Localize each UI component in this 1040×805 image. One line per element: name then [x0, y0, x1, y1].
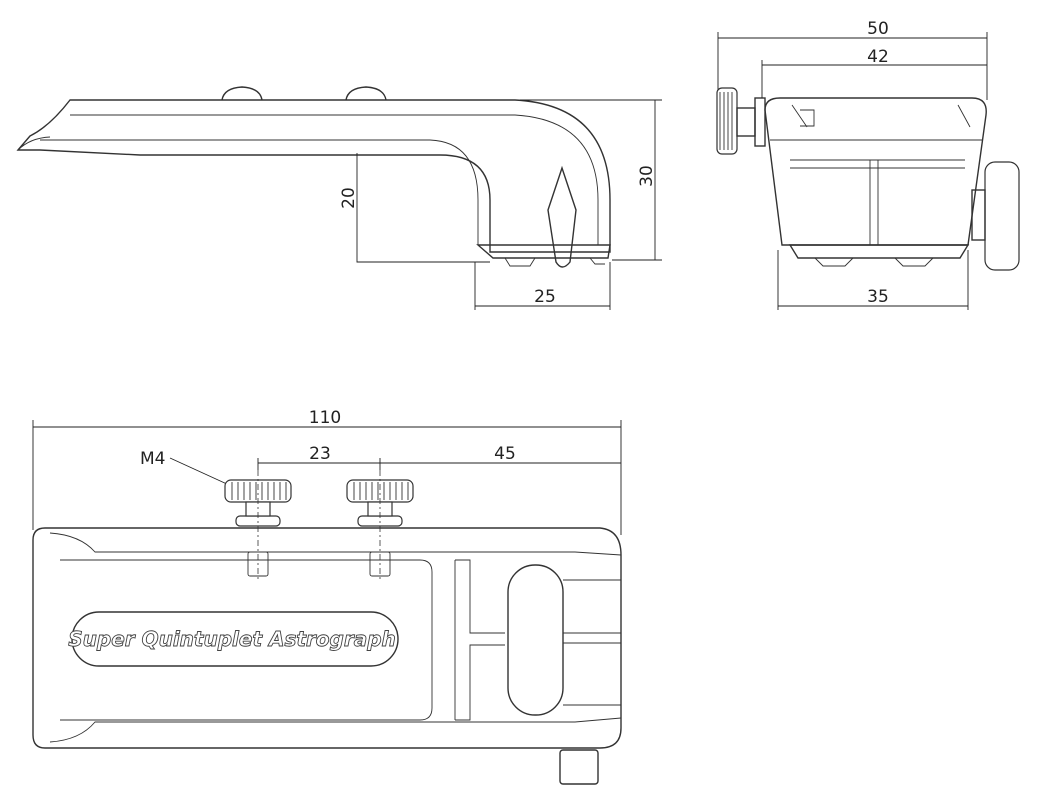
dim-label-50: 50 [867, 19, 889, 39]
engraving-text: Super Quintuplet Astrograph [68, 627, 396, 651]
top-body-clamp-gap [563, 579, 621, 706]
front-view: 50 42 35 [716, 19, 1020, 310]
front-foot [788, 244, 970, 259]
front-body-details [770, 104, 982, 141]
side-view: 30 20 25 [16, 86, 662, 310]
front-body [764, 97, 987, 246]
thread-label-m4: M4 [140, 449, 165, 469]
front-knob-stem [736, 107, 756, 137]
dim-line-23-45 [257, 458, 621, 470]
dim-label-35: 35 [867, 287, 889, 307]
dim-line-42 [761, 60, 987, 98]
dim-line-20 [356, 153, 490, 263]
dim-label-30: 30 [637, 165, 657, 187]
front-knob-right [984, 161, 1020, 271]
side-lever [547, 165, 577, 268]
dim-label-25: 25 [534, 287, 556, 307]
front-knob-collar [754, 97, 766, 147]
dim-line-50 [717, 32, 988, 100]
side-knob-2 [345, 86, 387, 101]
top-body-edges [49, 532, 622, 743]
dim-line-35 [777, 250, 969, 310]
front-body-slot [790, 159, 965, 245]
dim-label-23: 23 [309, 444, 331, 464]
side-arm-edge-inner [40, 139, 479, 245]
side-arm-lip [17, 136, 51, 151]
side-arm-edge [70, 114, 599, 245]
thumb-screw-1[interactable] [224, 470, 292, 580]
front-knob-knurl [719, 92, 733, 150]
side-knob-1 [221, 86, 263, 101]
top-lock-screw [559, 749, 599, 785]
top-lever-slot [507, 564, 564, 716]
dim-line-110 [32, 420, 622, 535]
top-view: 110 23 45 M4 Su [32, 408, 622, 785]
side-foot [476, 244, 611, 259]
engraving-plate [71, 611, 399, 667]
front-foot-nuts [814, 257, 934, 267]
dim-label-45: 45 [494, 444, 516, 464]
dim-line-25 [474, 262, 611, 310]
dim-label-20: 20 [339, 187, 359, 209]
thumb-screw-2[interactable] [346, 470, 414, 580]
side-foot-nuts [504, 257, 605, 267]
top-body-pocket [60, 559, 433, 721]
side-arm-outline [16, 99, 611, 253]
dim-label-110: 110 [309, 408, 341, 428]
top-body-slot [454, 559, 505, 721]
front-knob-right-stem [971, 189, 986, 241]
dim-line-30 [520, 99, 662, 261]
dim-label-42: 42 [867, 47, 889, 67]
top-body [32, 527, 622, 749]
